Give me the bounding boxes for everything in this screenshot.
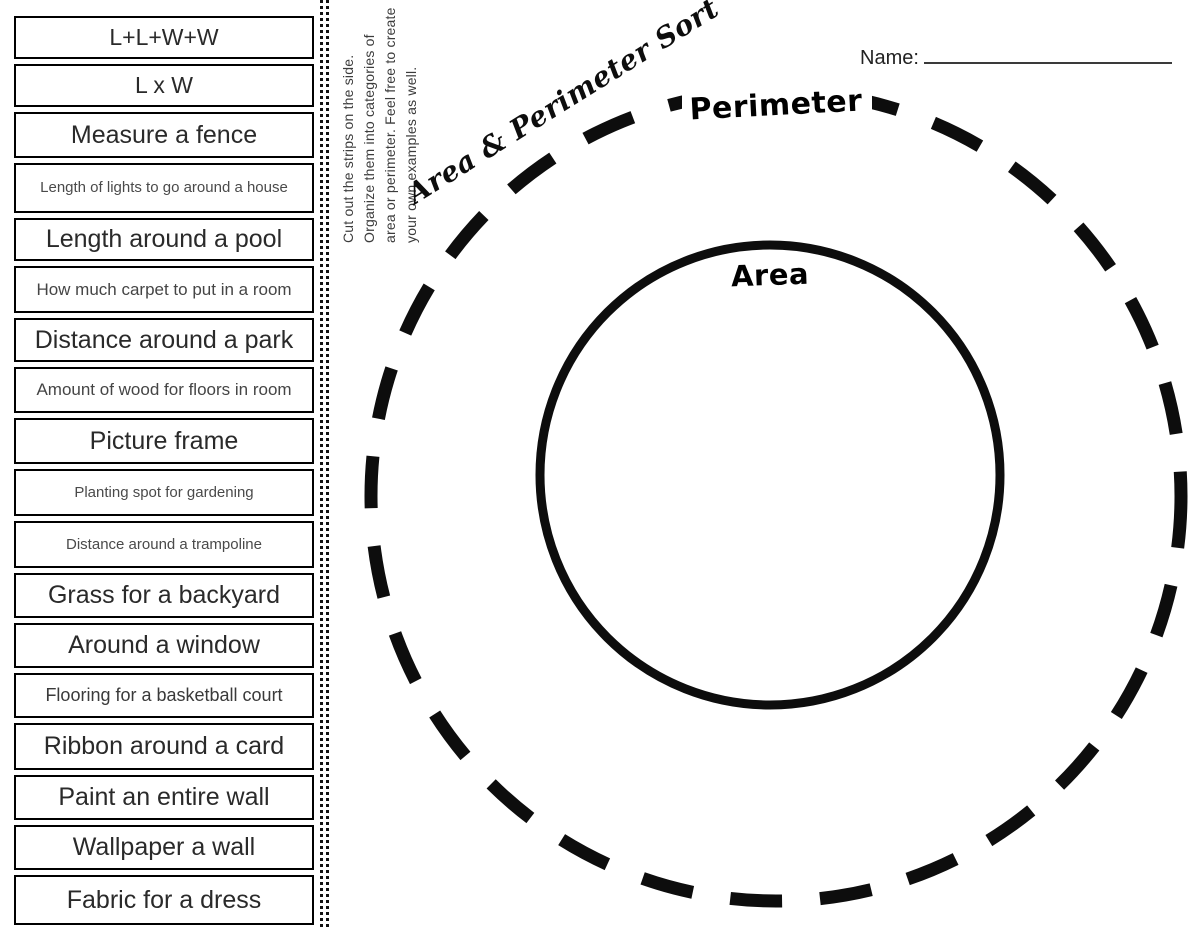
strip: How much carpet to put in a room [14, 266, 314, 313]
strip-label: Planting spot for gardening [74, 483, 254, 501]
strip-label: L+L+W+W [109, 24, 219, 51]
strip: Grass for a backyard [14, 573, 314, 618]
strip: Picture frame [14, 418, 314, 464]
strip-label: Paint an entire wall [58, 783, 270, 812]
strip-label: Flooring for a basketball court [45, 685, 283, 706]
strip: Planting spot for gardening [14, 469, 314, 516]
strip-label: Length around a pool [45, 225, 283, 254]
cut-line [320, 0, 329, 927]
strip-label: Grass for a backyard [47, 581, 281, 610]
strip-label: Distance around a trampoline [66, 535, 262, 553]
page-title: Area & Perimeter Sort [401, 0, 725, 211]
strip: L x W [14, 64, 314, 107]
strip-label: Length of lights to go around a house [40, 179, 288, 197]
name-blank-line[interactable] [924, 46, 1173, 64]
strip: Paint an entire wall [14, 775, 314, 820]
strip: Measure a fence [14, 112, 314, 158]
strip-label: How much carpet to put in a room [36, 279, 292, 299]
area-circle [535, 240, 1005, 710]
area-label: Area [730, 256, 810, 294]
strip-label: Amount of wood for floors in room [36, 380, 292, 400]
strip: Flooring for a basketball court [14, 673, 314, 718]
strips-column: L+L+W+W L x W Measure a fence Length of … [14, 16, 314, 925]
strip-label: Fabric for a dress [66, 885, 262, 914]
strip: Ribbon around a card [14, 723, 314, 770]
strip: Distance around a trampoline [14, 521, 314, 568]
strip-label: Distance around a park [34, 325, 294, 354]
strip-label: L x W [135, 72, 193, 99]
perimeter-label: Perimeter [688, 83, 864, 128]
strip-label: Around a window [68, 631, 260, 660]
strip: Around a window [14, 623, 314, 668]
strip: Wallpaper a wall [14, 825, 314, 870]
perimeter-circle [364, 84, 1188, 908]
strip: L+L+W+W [14, 16, 314, 59]
strip: Distance around a park [14, 318, 314, 362]
strip-label: Ribbon around a card [43, 732, 285, 761]
strip: Length of lights to go around a house [14, 163, 314, 213]
instructions-text: Cut out the strips on the side. Organize… [340, 7, 419, 243]
name-field: Name: [860, 46, 1173, 70]
strip: Amount of wood for floors in room [14, 367, 314, 413]
strip: Length around a pool [14, 218, 314, 261]
strip-label: Wallpaper a wall [72, 833, 256, 862]
strip-label: Measure a fence [70, 120, 258, 149]
name-label: Name: [860, 47, 919, 69]
strip-label: Picture frame [89, 426, 239, 455]
strip: Fabric for a dress [14, 875, 314, 925]
